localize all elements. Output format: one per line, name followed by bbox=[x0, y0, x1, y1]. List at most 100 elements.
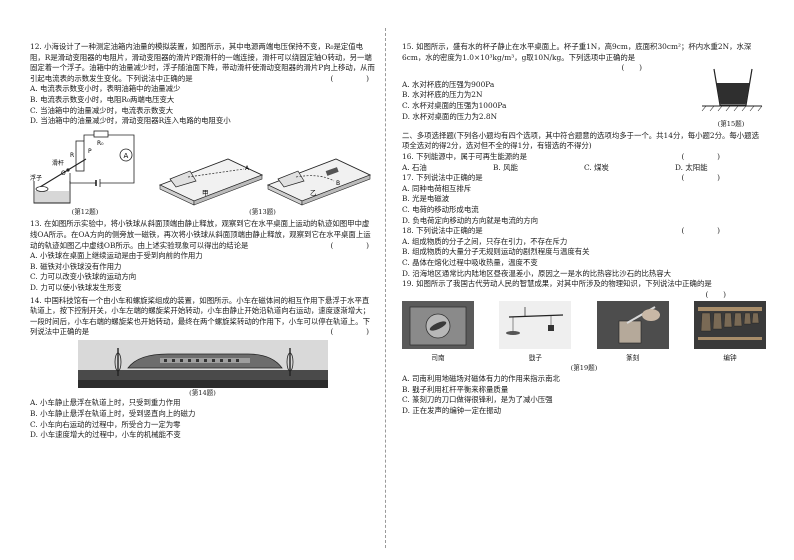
question-17-option-d[interactable]: D. 负电荷定向移动的方向就是电流的方向 bbox=[402, 215, 539, 225]
question-13-option-a[interactable]: A. 小铁球在桌面上继续运动是由于受到向前的作用力 bbox=[30, 251, 203, 261]
maglev-cart-photo bbox=[77, 339, 328, 388]
rheostat-strip bbox=[75, 140, 85, 172]
cup-water bbox=[716, 83, 750, 105]
question-13-option-b[interactable]: B. 磁铁对小铁球没有作用力 bbox=[30, 261, 122, 271]
rheostat-label: R bbox=[70, 152, 74, 159]
ammeter-label: A bbox=[124, 152, 129, 160]
r0-resistor bbox=[93, 130, 109, 138]
question-17-stem: 17. 下列说法中正确的是( ) bbox=[402, 173, 726, 183]
question-16-option-a[interactable]: A. 石油 bbox=[402, 162, 427, 172]
question-19-option-a[interactable]: A. 司南利用地磁场对磁体有力的作用来指示南北 bbox=[402, 374, 560, 384]
slider-p-label: P bbox=[88, 148, 92, 155]
figure-19-caption: (第19题) bbox=[570, 364, 598, 373]
question-19-option-d[interactable]: D. 正在发声的编钟一定在振动 bbox=[402, 405, 502, 415]
float-label: 浮子 bbox=[30, 174, 42, 182]
question-16-option-c[interactable]: C. 煤炭 bbox=[584, 162, 609, 172]
question-18-option-d[interactable]: D. 沿海地区通常比内陆地区昼夜温差小，原因之一是水的比热容比沙石的比热容大 bbox=[402, 268, 672, 278]
column-divider bbox=[385, 28, 386, 548]
question-18-option-c[interactable]: C. 晶体在熔化过程中吸收热量，温度不变 bbox=[402, 257, 538, 267]
track bbox=[77, 369, 328, 380]
answer-bracket[interactable]: ( ) bbox=[330, 240, 375, 250]
fuel-liquid bbox=[35, 190, 69, 203]
figure-15-caption: (第15题) bbox=[717, 120, 745, 129]
question-13-stem: 13. 在如图所示实验中，将小铁球从斜面顶端由静止释放，观察到它在水平桌面上运动… bbox=[30, 219, 375, 250]
question-18: 18. 下列说法中正确的是( ) A. 组成物质的分子之间，只存在引力，不存在斥… bbox=[402, 226, 766, 279]
question-14-option-a[interactable]: A. 小车静止悬浮在轨道上时，只受到重力作用 bbox=[30, 398, 181, 408]
question-14: 14. 中国科技馆有一个由小车和螺旋桨组成的装置，如图所示。小车在磁体间的相互作… bbox=[30, 296, 375, 441]
question-19: 19. 如图所示了我国古代劳动人民的智慧成果，对其中所涉及的物理知识，下列说法中… bbox=[402, 279, 766, 416]
dengzi-steelyard-photo bbox=[499, 301, 572, 350]
question-18-stem: 18. 下列说法中正确的是( ) bbox=[402, 226, 726, 236]
point-a-label: A bbox=[245, 165, 250, 172]
question-15-option-c[interactable]: C. 水杯对桌面的压强为1000Pa bbox=[402, 100, 507, 110]
magnet-ramp-figure: A 甲 B 乙 bbox=[158, 158, 372, 206]
question-12-option-a[interactable]: A. 电流表示数变小时，表明油箱中的油量减少 bbox=[30, 84, 181, 94]
ramp-yi bbox=[277, 170, 305, 188]
right-column: 15. 如图所示，盛有水的杯子静止在水平桌面上。杯子重1N，高9cm，底面积30… bbox=[402, 42, 766, 416]
question-13: 13. 在如图所示实验中，将小铁球从斜面顶端由静止释放，观察到它在水平桌面上运动… bbox=[30, 219, 375, 293]
question-12-option-b[interactable]: B. 电流表示数变小时，电阻R₀两端电压变大 bbox=[30, 94, 175, 104]
question-16-option-d[interactable]: D. 太阳能 bbox=[675, 162, 708, 172]
ramp-jia bbox=[169, 170, 197, 188]
image-bianzhong-label: 编钟 bbox=[723, 353, 737, 362]
question-15-stem: 15. 如图所示，盛有水的杯子静止在水平桌面上。杯子重1N，高9cm，底面积30… bbox=[402, 42, 752, 62]
question-12-option-c[interactable]: C. 当油箱中的油量减少时，电流表示数变大 bbox=[30, 105, 174, 115]
question-17-option-a[interactable]: A. 同种电荷相互排斥 bbox=[402, 183, 472, 193]
answer-bracket[interactable]: ( ) bbox=[705, 289, 726, 299]
question-17-option-b[interactable]: B. 光是电磁波 bbox=[402, 194, 450, 204]
zhuanke-carving-photo bbox=[596, 301, 669, 350]
lever-label: 滑杆 bbox=[52, 159, 64, 167]
cup bbox=[713, 69, 753, 106]
figure-13-caption: (第13题) bbox=[249, 207, 276, 216]
trajectory-oa bbox=[187, 168, 245, 178]
question-15-option-d[interactable]: D. 水杯对桌面的压力为2.8N bbox=[402, 111, 498, 121]
answer-bracket[interactable]: ( ) bbox=[681, 226, 726, 236]
fuel-tank bbox=[33, 180, 71, 204]
question-16-stem: 16. 下列能源中，属于可再生能源的是( ) bbox=[402, 151, 726, 161]
question-19-stem: 19. 如图所示了我国古代劳动人民的智慧成果，对其中所涉及的物理知识，下列说法中… bbox=[402, 279, 712, 289]
figure-yi-label: 乙 bbox=[310, 189, 317, 197]
lever-rod bbox=[39, 158, 87, 188]
question-14-option-d[interactable]: D. 小车速度增大的过程中，小车的机械能不变 bbox=[30, 430, 181, 440]
section-2-instructions: 二、多项选择题(下列各小题均有四个选项，其中符合题意的选项均多于一个。共14分，… bbox=[402, 130, 759, 151]
question-16-option-b[interactable]: B. 风能 bbox=[493, 162, 518, 172]
r0-label: R₀ bbox=[97, 140, 104, 147]
magnet-icon bbox=[325, 166, 339, 176]
question-14-option-c[interactable]: C. 小车向右运动的过程中，所受合力一定为零 bbox=[30, 419, 181, 429]
question-12-option-d[interactable]: D. 当油箱中的油量减少时，滑动变阻器R连入电路的电阻变小 bbox=[30, 116, 231, 126]
answer-bracket[interactable]: ( ) bbox=[681, 151, 726, 161]
question-15: 15. 如图所示，盛有水的杯子静止在水平桌面上。杯子重1N，高9cm，底面积30… bbox=[402, 42, 766, 130]
question-19-option-b[interactable]: B. 戥子利用杠杆平衡来称量质量 bbox=[402, 384, 509, 394]
q19-image-row: 司南 戥子 bbox=[402, 301, 766, 363]
question-13-option-c[interactable]: C. 力可以改变小铁球的运动方向 bbox=[30, 272, 137, 282]
question-18-option-a[interactable]: A. 组成物质的分子之间，只存在引力，不存在斥力 bbox=[402, 236, 568, 246]
question-12-stem: 12. 小海设计了一种测定油箱内油量的模拟装置，如图所示，其中电源两端电压保持不… bbox=[30, 42, 375, 83]
figure-jia-label: 甲 bbox=[202, 189, 209, 197]
answer-bracket[interactable]: ( ) bbox=[621, 63, 642, 73]
question-14-stem: 14. 中国科技馆有一个由小车和螺旋桨组成的装置，如图所示。小车在磁体间的相互作… bbox=[30, 295, 375, 337]
question-18-option-b[interactable]: B. 组成物质的大量分子无规则运动的剧烈程度与温度有关 bbox=[402, 247, 590, 257]
water-cup-figure bbox=[701, 69, 763, 112]
float-icon bbox=[35, 185, 49, 192]
image-sinan-label: 司南 bbox=[431, 353, 445, 362]
sinan-compass-photo bbox=[402, 301, 474, 350]
question-14-option-b[interactable]: B. 小车静止悬浮在轨道上时，受到竖直向上的磁力 bbox=[30, 409, 196, 419]
question-12: 12. 小海设计了一种测定油箱内油量的模拟装置，如图所示，其中电源两端电压保持不… bbox=[30, 42, 375, 217]
answer-bracket[interactable]: ( ) bbox=[330, 73, 375, 83]
question-17-option-c[interactable]: C. 电荷的移动形成电流 bbox=[402, 204, 479, 214]
answer-bracket[interactable]: ( ) bbox=[330, 327, 375, 337]
question-13-option-d[interactable]: D. 力可以使小铁球发生形变 bbox=[30, 282, 122, 292]
figure-14-caption: (第14题) bbox=[189, 388, 216, 397]
fuel-gauge-circuit-figure: A R₀ R P O 滑杆 bbox=[30, 130, 135, 204]
image-dengzi-label: 戥子 bbox=[528, 353, 542, 362]
point-b-label: B bbox=[336, 180, 340, 187]
question-15-option-a[interactable]: A. 水对杯底的压强为900Pa bbox=[402, 79, 495, 89]
pivot-o bbox=[66, 168, 70, 172]
bianzhong-bells-photo bbox=[693, 301, 766, 350]
question-17: 17. 下列说法中正确的是( ) A. 同种电荷相互排斥 B. 光是电磁波 C.… bbox=[402, 173, 766, 226]
question-15-option-b[interactable]: B. 水对杯底的压力为2N bbox=[402, 90, 483, 100]
answer-bracket[interactable]: ( ) bbox=[681, 173, 726, 183]
image-zhuanke-label: 篆刻 bbox=[626, 353, 640, 362]
question-19-option-c[interactable]: C. 篆刻刀的刀口做得很锋利，是为了减小压强 bbox=[402, 395, 553, 405]
